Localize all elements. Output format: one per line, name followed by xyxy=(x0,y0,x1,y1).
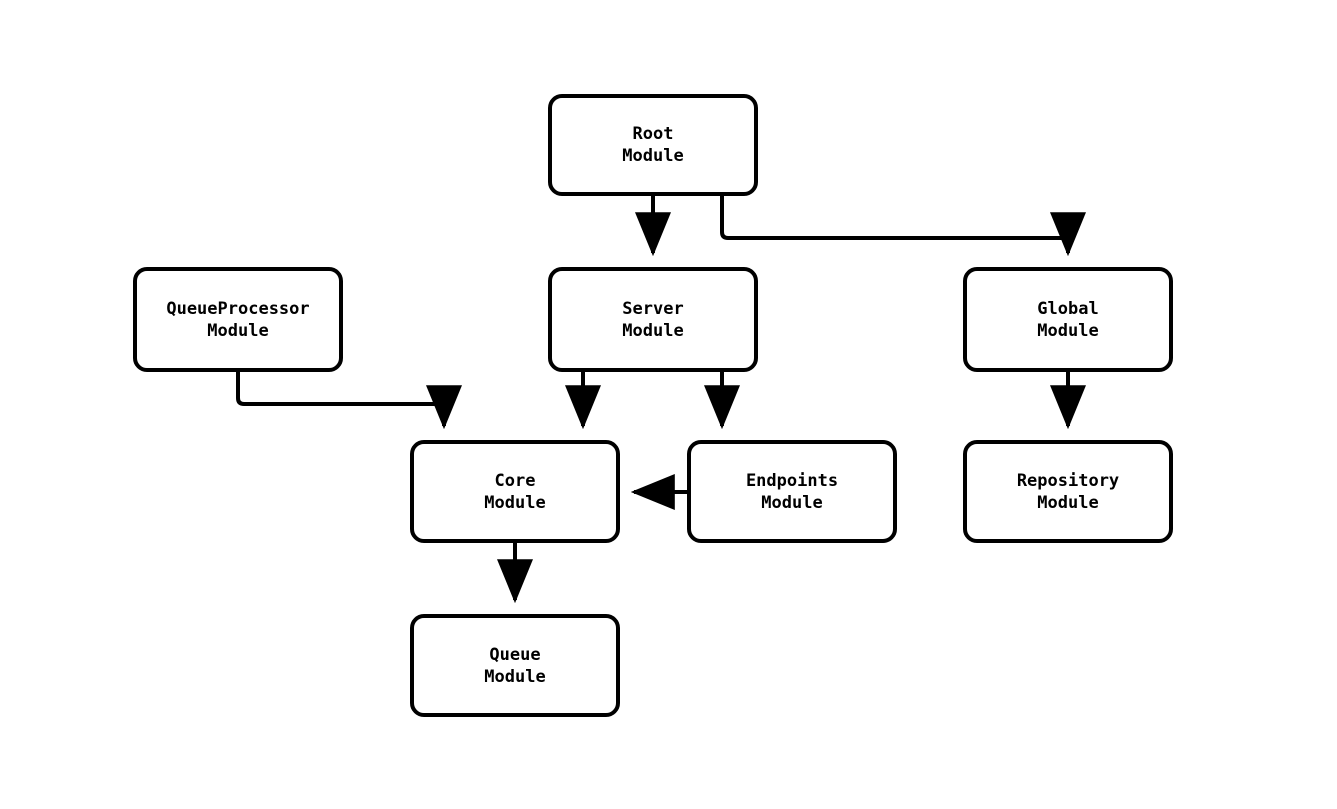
node-root-module[interactable]: Root Module xyxy=(548,94,758,196)
node-queueprocessor-module[interactable]: QueueProcessor Module xyxy=(133,267,343,372)
edge-queueprocessor-to-core xyxy=(236,372,462,430)
node-queue-module[interactable]: Queue Module xyxy=(410,614,620,717)
node-endpoints-module[interactable]: Endpoints Module xyxy=(687,440,897,543)
edge-root-to-global xyxy=(720,196,1086,257)
node-global-module[interactable]: Global Module xyxy=(963,267,1173,372)
node-queue-module-label: Queue Module xyxy=(484,644,546,687)
node-root-module-label: Root Module xyxy=(622,124,684,166)
node-core-module-label: Core Module xyxy=(484,470,546,513)
node-repository-module-label: Repository Module xyxy=(1016,470,1120,513)
node-repository-module[interactable]: Repository Module xyxy=(963,440,1173,543)
node-endpoints-module-label: Endpoints Module xyxy=(745,470,839,513)
node-core-module[interactable]: Core Module xyxy=(410,440,620,543)
node-server-module-label: Server Module xyxy=(622,298,684,341)
node-server-module[interactable]: Server Module xyxy=(548,267,758,372)
node-global-module-label: Global Module xyxy=(1037,298,1099,341)
node-queueprocessor-module-label: QueueProcessor Module xyxy=(166,298,310,341)
